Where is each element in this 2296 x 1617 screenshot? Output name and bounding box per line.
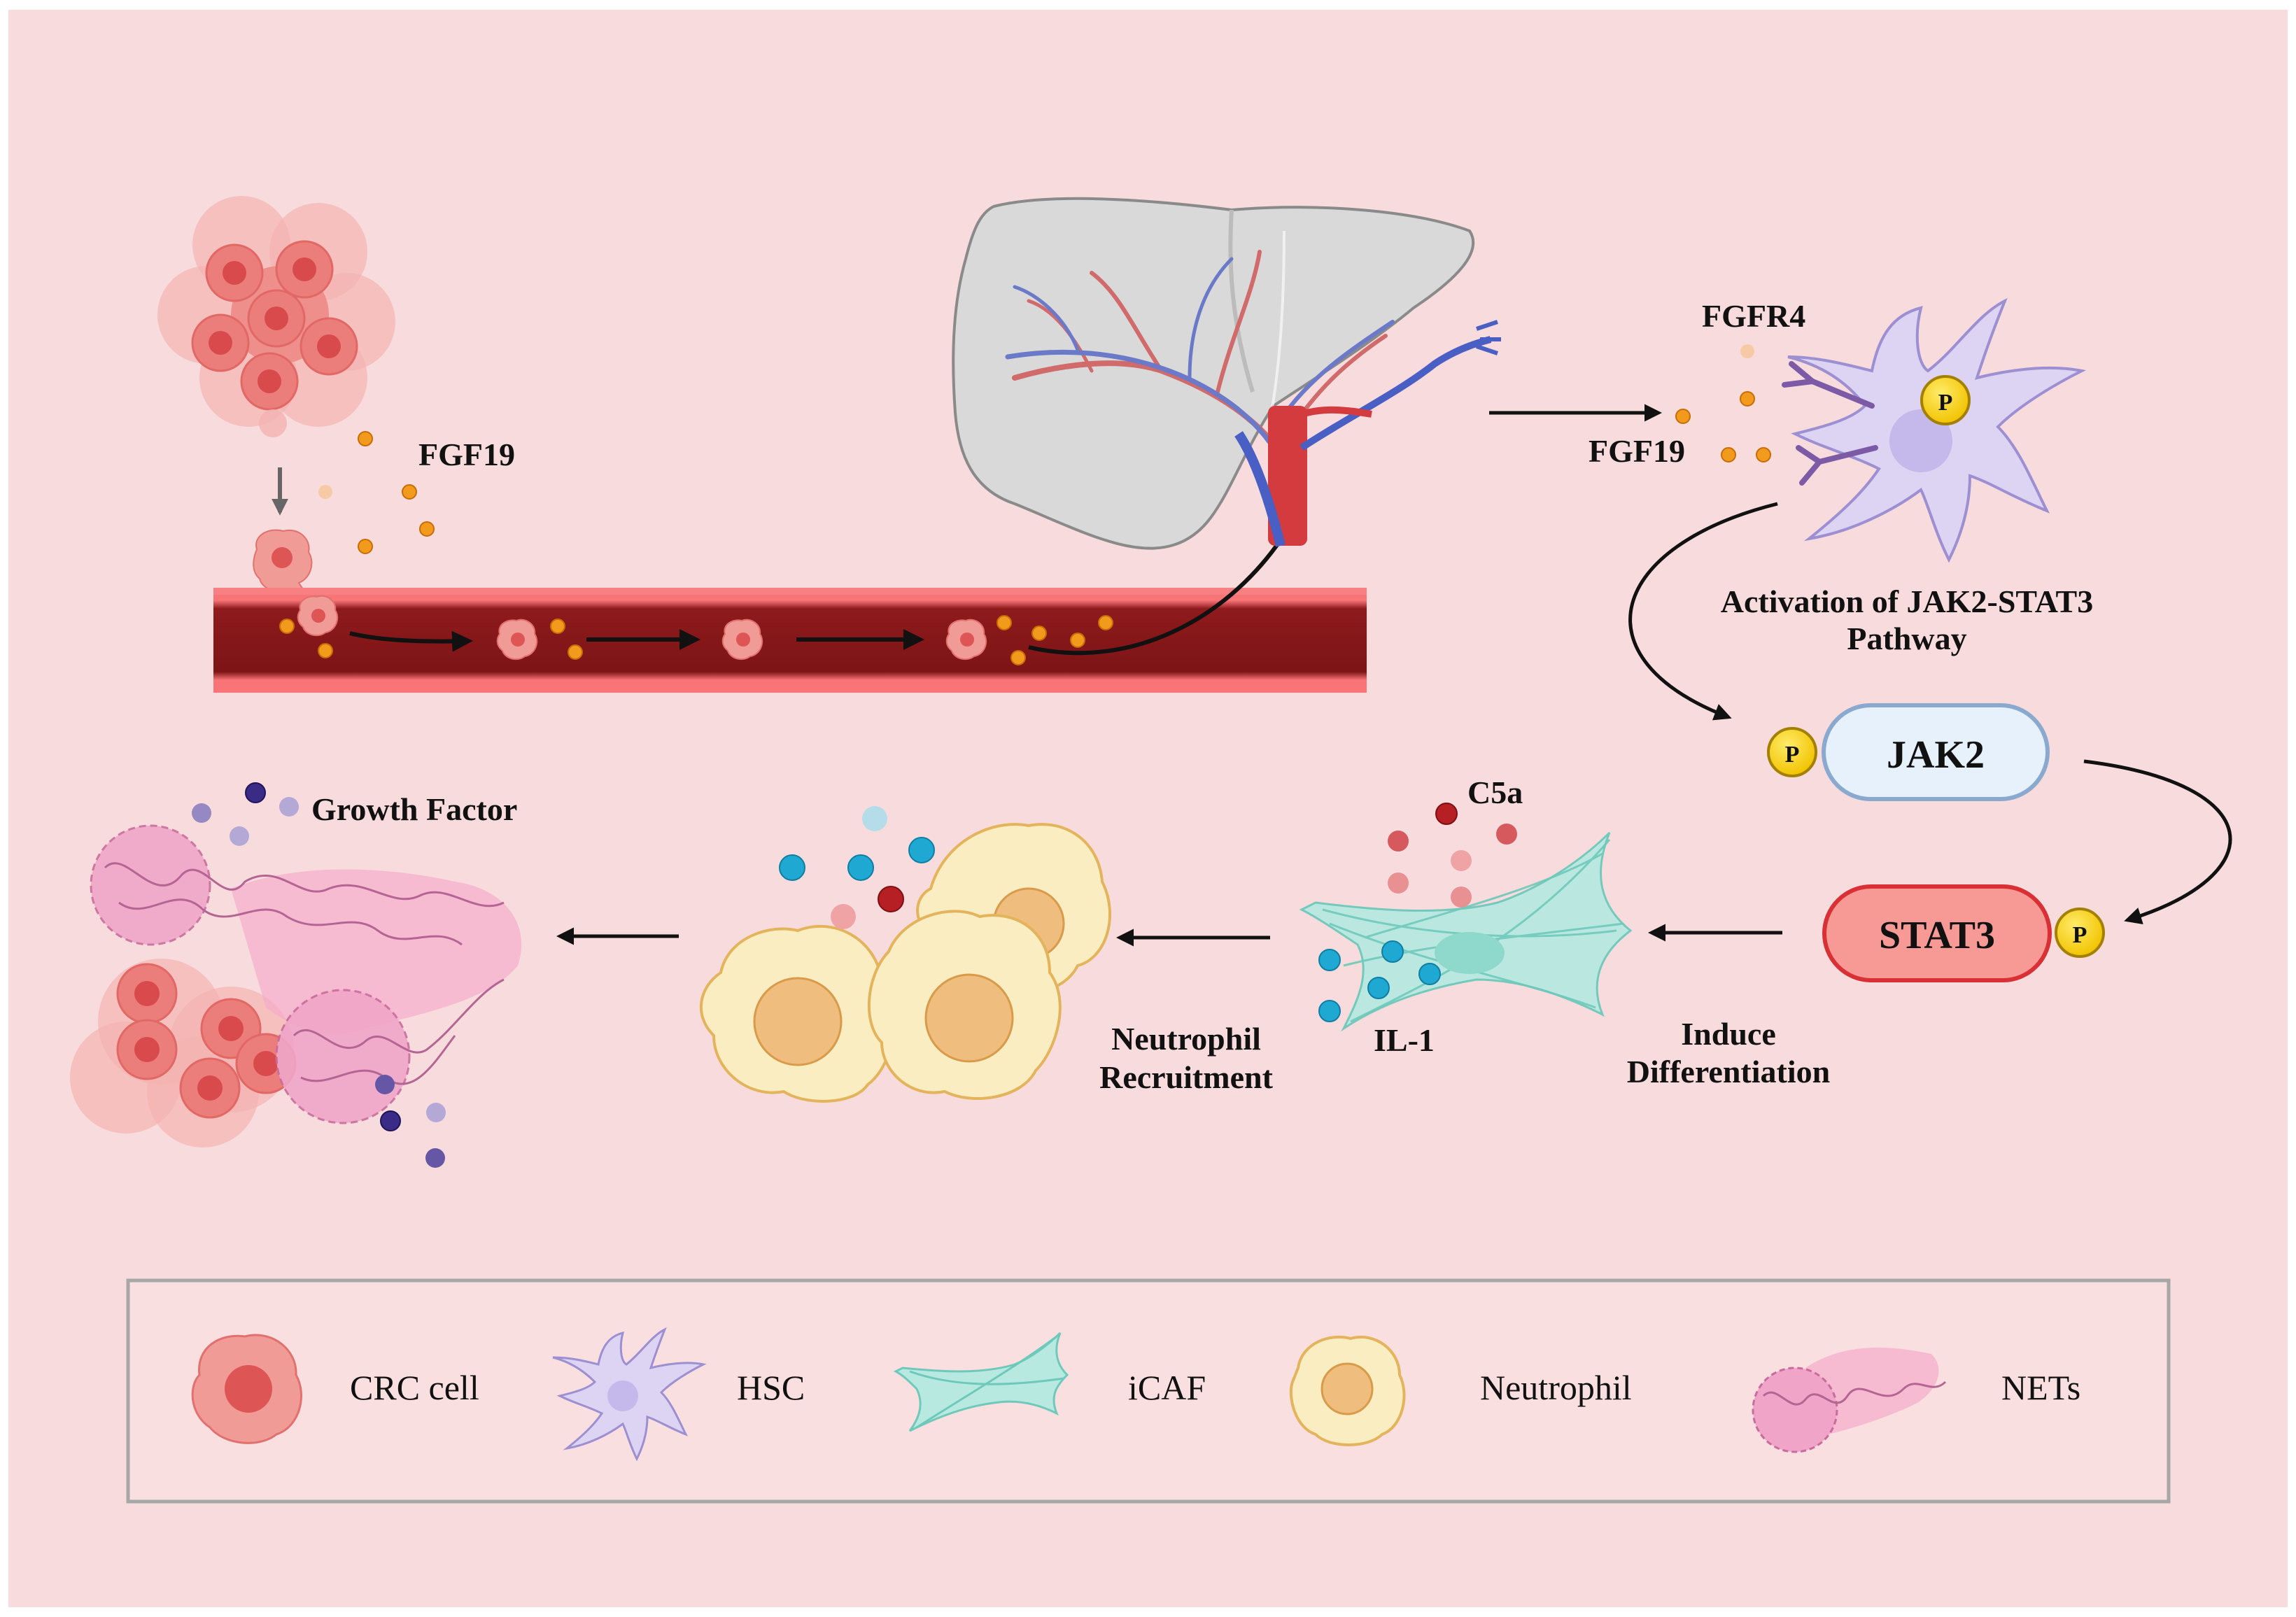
fgfr4-label: FGFR4 (1702, 298, 1805, 334)
c5a-dots (1388, 803, 1517, 908)
growth-factor-dots (192, 782, 446, 1168)
fgf19-dots-top (318, 431, 435, 554)
legend-label-hsc: HSC (737, 1368, 805, 1407)
nets-crc-cluster (70, 824, 522, 1148)
growth-factor-label: Growth Factor (311, 791, 517, 827)
pathway-title-line1: Activation of JAK2-STAT3 (1721, 584, 2093, 619)
induce-label-line2: Differentiation (1627, 1054, 1830, 1089)
legend-label-crc: CRC cell (350, 1368, 479, 1407)
hsc-phospho-label: P (1938, 390, 1953, 416)
il1-dots (1318, 940, 1441, 1022)
hsc-to-jak2-arrow (1628, 502, 1778, 721)
fgf19-right-label: FGF19 (1589, 433, 1685, 469)
legend-label-neutrophil: Neutrophil (1480, 1368, 1632, 1407)
neutrophil-cells (700, 823, 1112, 1103)
hsc-cell (1787, 297, 2087, 563)
stat3-node: STAT3 (1822, 884, 2052, 982)
pathway-title-line2: Pathway (1847, 621, 1966, 656)
fgf19-dots-hsc (1675, 344, 1771, 462)
jak2-label: JAK2 (1887, 733, 1985, 777)
liver-illustration (952, 197, 1501, 550)
stat3-label: STAT3 (1879, 914, 1995, 957)
neutrophil-label-line2: Recruitment (1099, 1059, 1273, 1095)
c5a-label: C5a (1467, 775, 1523, 810)
neutrophil-label-line1: Neutrophil (1111, 1021, 1261, 1057)
hsc-icon (552, 1327, 707, 1462)
legend-label-nets: NETs (2001, 1368, 2080, 1407)
jak2-node: JAK2 (1822, 703, 2050, 801)
crc-cell-icon (191, 1334, 302, 1444)
induce-label-line1: Induce (1681, 1016, 1775, 1052)
stat3-phospho: P (2055, 908, 2105, 958)
crc-tumor-cluster (157, 196, 395, 437)
icaf-icon (893, 1332, 1069, 1432)
stat3-phospho-label: P (2073, 922, 2087, 948)
hsc-phospho: P (1920, 375, 1971, 425)
fgf19-top-label: FGF19 (418, 437, 515, 472)
jak2-to-stat3-arrow (2083, 759, 2232, 925)
fgfr4-receptors (1782, 361, 1878, 486)
jak2-phospho: P (1767, 727, 1817, 777)
legend-box: CRC cell HSC iCAF Neutrophil NETs (126, 1278, 2171, 1504)
legend-label-icaf: iCAF (1128, 1368, 1206, 1407)
detaching-crc-cell (253, 529, 313, 605)
nets-icon (1752, 1348, 1947, 1453)
jak2-phospho-label: P (1785, 742, 1800, 768)
il1-label: IL-1 (1374, 1022, 1435, 1058)
neutrophil-dots (779, 806, 935, 929)
neutrophil-icon (1289, 1335, 1406, 1446)
vessel-flow-arrows (349, 514, 1297, 656)
